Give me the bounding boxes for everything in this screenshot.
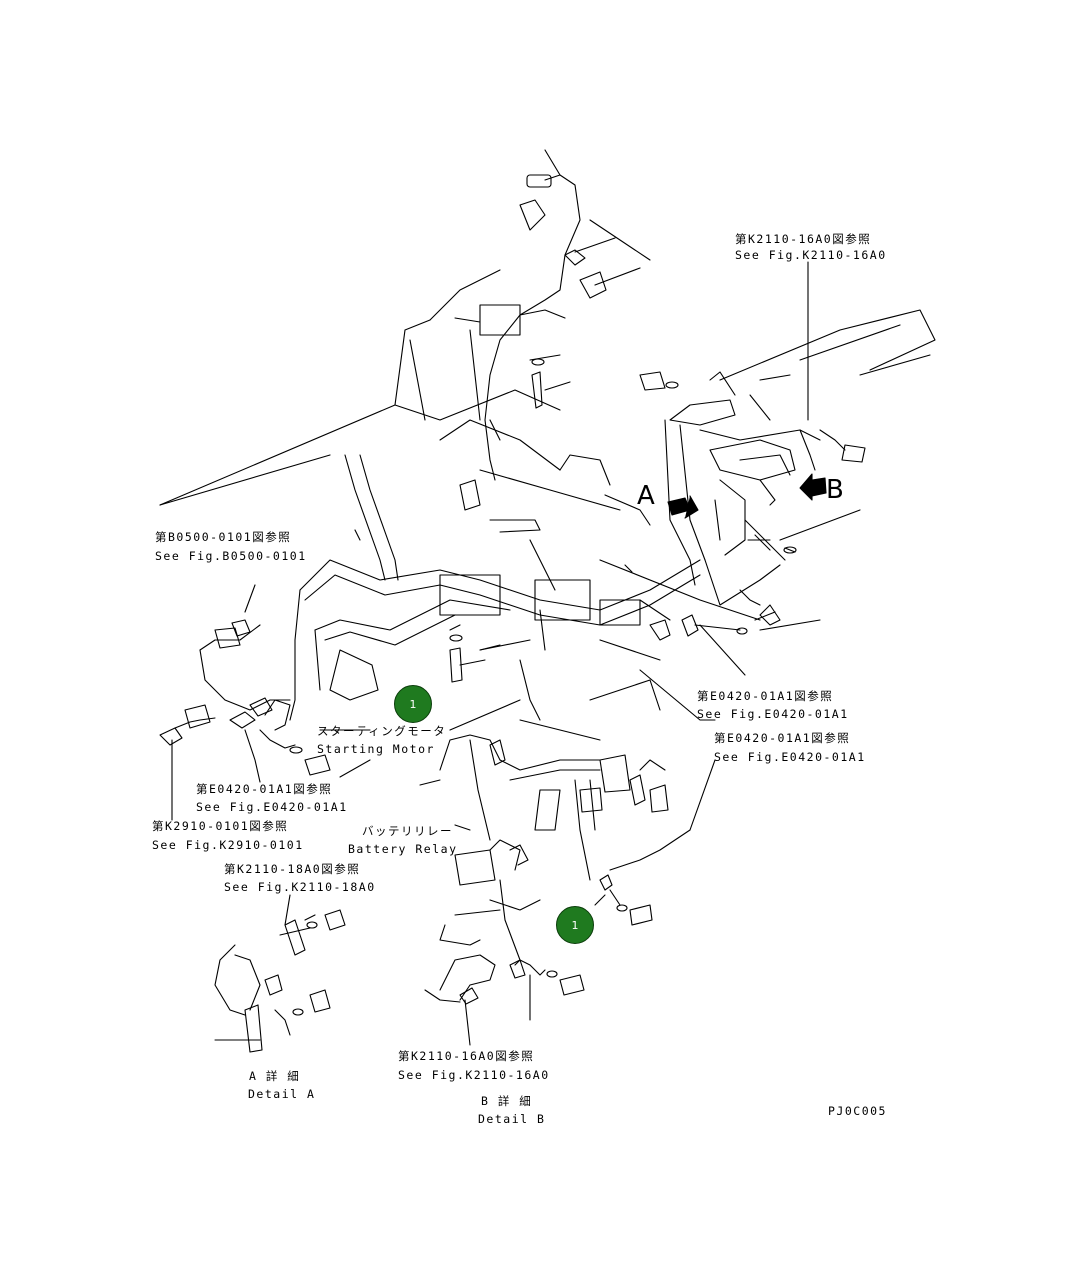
ref-k2910-jp: 第K2910-0101図参照 [152, 819, 289, 833]
starting-motor-label-en: Starting Motor [317, 742, 435, 756]
ref-b0500-en[interactable]: See Fig.B0500-0101 [155, 549, 307, 563]
left-harness-parts [159, 619, 331, 776]
detail-b-title-en: Detail B [478, 1112, 546, 1126]
ref-k2910-en[interactable]: See Fig.K2910-0101 [152, 838, 304, 852]
leader-lines [171, 261, 809, 1046]
ref-e0420-b-jp: 第E0420-01A1図参照 [714, 731, 851, 745]
ref-e0420-c-en[interactable]: See Fig.E0420-01A1 [196, 800, 348, 814]
relay-cluster [639, 371, 866, 586]
detail-a-drawing [214, 909, 346, 1053]
ref-e0420-b-en[interactable]: See Fig.E0420-01A1 [714, 750, 866, 764]
ref-e0420-c-jp: 第E0420-01A1図参照 [196, 782, 333, 796]
drawing-code: PJ0C005 [828, 1104, 887, 1118]
view-arrows [667, 473, 827, 519]
battery-relay-assembly [419, 734, 691, 1005]
detail-a-title-jp: A 詳 細 [249, 1069, 301, 1083]
ref-e0420-a-jp: 第E0420-01A1図参照 [697, 689, 834, 703]
detail-b-title-jp: B 詳 細 [481, 1094, 533, 1108]
ref-k2110-16a0-top-en[interactable]: See Fig.K2110-16A0 [735, 248, 887, 262]
ref-k2110-18a0-jp: 第K2110-18A0図参照 [224, 862, 361, 876]
starting-motor-label-jp: スターティングモータ [317, 724, 447, 738]
view-arrow-b-label: B [826, 475, 844, 505]
ref-e0420-a-en[interactable]: See Fig.E0420-01A1 [697, 707, 849, 721]
part-callout-1-starting-motor[interactable]: 1 [394, 685, 432, 723]
ref-k2110-16a0-bottom-en[interactable]: See Fig.K2110-16A0 [398, 1068, 550, 1082]
ref-k2110-16a0-top-jp: 第K2110-16A0図参照 [735, 232, 872, 246]
battery-relay-label-en: Battery Relay [348, 842, 458, 856]
top-harness [454, 149, 641, 511]
main-harness [289, 454, 786, 721]
part-callout-1-battery-relay[interactable]: 1 [556, 906, 594, 944]
ref-k2110-16a0-bottom-jp: 第K2110-16A0図参照 [398, 1049, 535, 1063]
detail-a-title-en: Detail A [248, 1087, 316, 1101]
battery-relay-label-jp: バッテリリレー [362, 824, 453, 838]
ref-k2110-18a0-en[interactable]: See Fig.K2110-18A0 [224, 880, 376, 894]
ref-b0500-jp: 第B0500-0101図参照 [155, 530, 292, 544]
view-arrow-a-label: A [637, 481, 655, 511]
